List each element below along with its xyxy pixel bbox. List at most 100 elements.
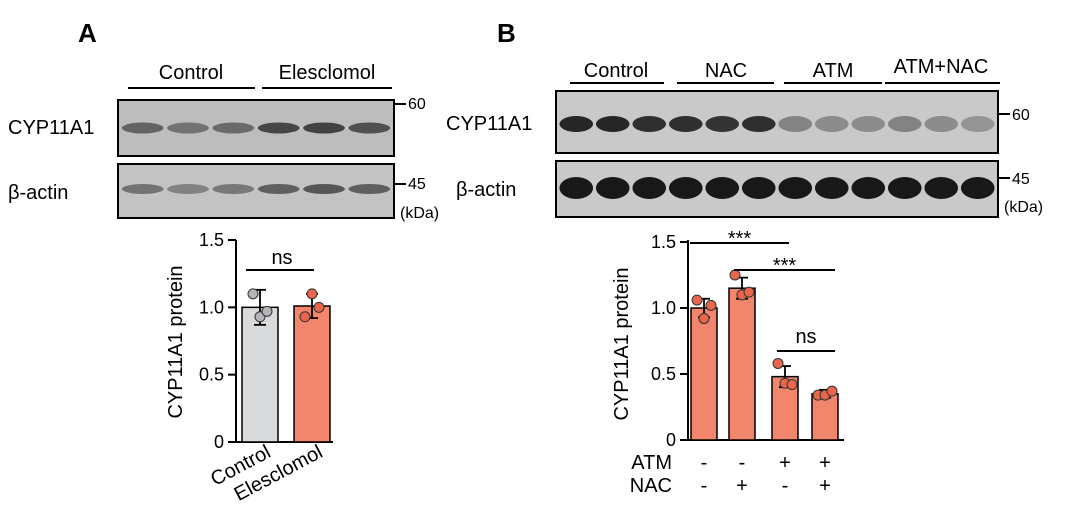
panel-a-group-label-elesclomol: Elesclomol xyxy=(279,62,376,84)
data-point xyxy=(698,313,710,325)
panel-a-actin-band xyxy=(167,184,209,194)
panel-a-cyp11a1-band xyxy=(303,122,345,134)
condition-value: + xyxy=(779,452,791,474)
data-point xyxy=(261,305,273,317)
panel-b-actin-band xyxy=(887,177,922,199)
y-tick-label: 0.5 xyxy=(199,365,224,385)
significance-label: *** xyxy=(773,255,797,277)
panel-a-cyp11a1-band xyxy=(121,122,164,134)
panel-b-cyp11a1-band xyxy=(595,116,630,132)
panel-b-actin-band xyxy=(668,177,703,199)
panel-a-blot-cyp11a1 xyxy=(117,99,395,157)
condition-value: + xyxy=(819,452,831,474)
y-tick-label: 1.0 xyxy=(199,297,224,317)
panel-b-blot-actin xyxy=(555,160,999,218)
panel-a-actin-band xyxy=(121,184,164,194)
condition-value: - xyxy=(782,475,789,497)
panel-b-cyp11a1-band xyxy=(741,116,776,132)
condition-value: + xyxy=(736,475,748,497)
panel-b-cyp11a1-band xyxy=(851,116,886,132)
condition-value: - xyxy=(701,452,708,474)
panel-b-cyp11a1-band xyxy=(814,116,849,132)
panel-b-y-axis-label: CYP11A1 protein xyxy=(611,267,633,420)
condition-value: - xyxy=(701,475,708,497)
panel-b-y-ticks: 0 0.5 1.0 1.5 xyxy=(651,232,688,450)
panel-b-cyp11a1-band xyxy=(668,116,703,132)
data-point xyxy=(772,357,784,369)
panel-b-cyp11a1-band xyxy=(559,116,594,132)
panel-a-significance: ns xyxy=(246,247,314,271)
significance-label: ns xyxy=(795,326,816,348)
panel-b-actin-band xyxy=(814,177,849,199)
panel-a-letter: A xyxy=(78,18,97,48)
panel-a-bar-chart: CYP11A1 protein 00.51.01.5 ns ControlEle… xyxy=(165,230,333,506)
panel-b-group-label-atm-nac: ATM+NAC xyxy=(894,56,989,78)
bar xyxy=(690,307,718,441)
panel-b-cyp11a1-band xyxy=(705,116,740,132)
figure: A Control Elesclomol CYP11A1 60 β-actin … xyxy=(8,18,1043,506)
y-tick-label: 1.0 xyxy=(651,298,676,318)
y-tick-label: 0.5 xyxy=(651,364,676,384)
panel-b-actin-band xyxy=(851,177,886,199)
panel-a-cyp11a1-band xyxy=(348,122,391,134)
panel-a-blot-frame-cyp11a1 xyxy=(117,99,395,157)
panel-a-marker-60: 60 xyxy=(408,96,426,113)
data-point xyxy=(306,288,318,300)
panel-b-cyp11a1-band xyxy=(778,116,813,132)
panel-b-actin-band xyxy=(632,177,667,199)
panel-a: A Control Elesclomol CYP11A1 60 β-actin … xyxy=(8,18,439,506)
panel-a-actin-band xyxy=(257,184,300,194)
data-point xyxy=(705,299,717,311)
panel-a-group-label-control: Control xyxy=(159,62,223,84)
significance-label: *** xyxy=(728,228,752,250)
panel-a-blot-frame-actin xyxy=(117,163,395,219)
panel-b-group-label-control: Control xyxy=(584,60,648,82)
panel-b-kda-label: (kDa) xyxy=(1004,199,1043,216)
panel-b-significance: *** *** ns xyxy=(690,228,835,352)
panel-b-row-label-cyp11a1: CYP11A1 xyxy=(446,113,532,135)
y-tick-label: 1.5 xyxy=(651,232,676,252)
panel-b-blot-frame-actin xyxy=(555,160,999,218)
data-point xyxy=(691,294,703,306)
panel-b-actin-band xyxy=(705,177,740,199)
panel-b-actin-band xyxy=(559,177,594,199)
panel-b: B Control NAC ATM ATM+NAC CYP11A1 60 β-a… xyxy=(446,18,1043,497)
panel-b-bar-chart: CYP11A1 protein 0 0.5 1.0 1.5 *** *** ns ATM -… xyxy=(611,228,844,497)
panel-b-cyp11a1-band xyxy=(887,116,922,132)
panel-a-row-label-cyp11a1: CYP11A1 xyxy=(8,117,94,139)
panel-a-actin-band xyxy=(303,184,345,194)
panel-b-blot-frame-cyp11a1 xyxy=(555,90,999,154)
panel-a-cyp11a1-band xyxy=(257,122,300,134)
data-point xyxy=(786,379,798,391)
y-tick-label: 0 xyxy=(214,432,224,452)
panel-b-marker-45: 45 xyxy=(1012,171,1030,188)
panel-b-actin-band xyxy=(741,177,776,199)
panel-b-actin-band xyxy=(960,177,995,199)
condition-label: NAC xyxy=(630,475,672,497)
bar xyxy=(293,305,331,443)
y-tick-label: 0 xyxy=(666,430,676,450)
panel-a-cyp11a1-band xyxy=(167,122,209,134)
panel-b-cyp11a1-band xyxy=(960,116,995,132)
y-tick-label: 1.5 xyxy=(199,230,224,250)
condition-label: ATM xyxy=(631,452,672,474)
significance-label: ns xyxy=(271,247,292,269)
panel-a-row-label-actin: β-actin xyxy=(8,182,68,204)
panel-b-actin-band xyxy=(778,177,813,199)
panel-b-actin-band xyxy=(924,177,959,199)
panel-b-cyp11a1-band xyxy=(632,116,667,132)
panel-a-actin-band xyxy=(348,184,391,194)
panel-a-bars xyxy=(241,288,331,443)
panel-a-kda-label: (kDa) xyxy=(400,205,439,222)
data-point xyxy=(313,301,325,313)
data-point xyxy=(743,286,755,298)
panel-b-blot-cyp11a1 xyxy=(555,90,999,154)
panel-b-cyp11a1-band xyxy=(924,116,959,132)
panel-a-blot-actin xyxy=(117,163,395,219)
data-point xyxy=(299,311,311,323)
condition-value: + xyxy=(819,475,831,497)
panel-b-condition-table: ATM--++NAC-+-+ xyxy=(630,452,831,497)
bar xyxy=(241,306,279,443)
